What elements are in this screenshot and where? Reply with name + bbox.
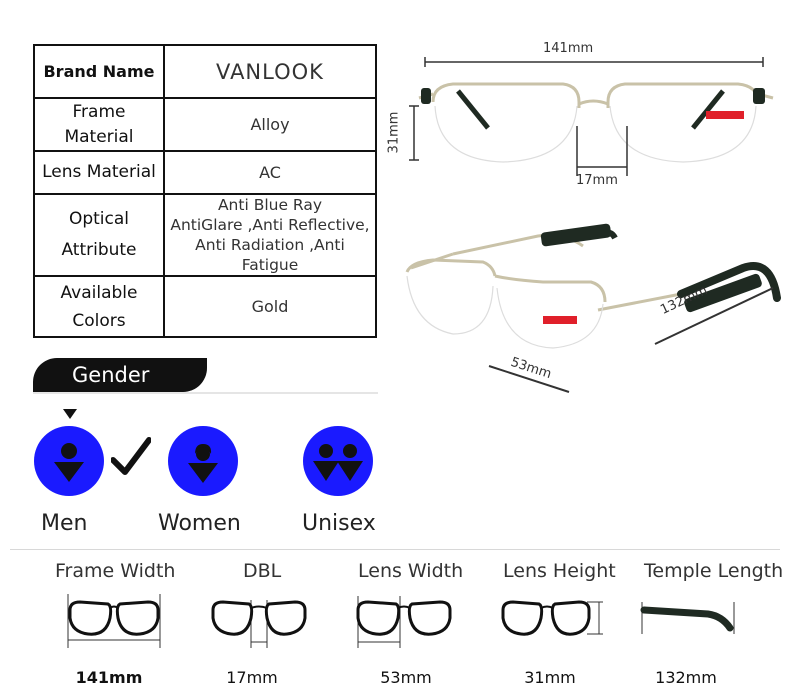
spec-value-line: AntiGlare ,Anti Reflective, xyxy=(170,216,370,234)
spec-value-line: Anti Blue Ray xyxy=(217,196,323,214)
spec-label: Available Colors xyxy=(33,275,165,338)
spec-label-line: Frame xyxy=(72,101,126,122)
unisex-icon[interactable] xyxy=(303,426,373,496)
spec-label: Optical Attribute xyxy=(33,193,165,277)
lens-height-icon xyxy=(501,600,603,636)
measure-value: 17mm xyxy=(226,668,278,687)
spec-label-line: Optical xyxy=(68,209,130,229)
bridge-dimension-label: 17mm xyxy=(576,173,618,188)
temple-length-icon xyxy=(640,602,735,634)
spec-row-available-colors: Available Colors Gold xyxy=(33,275,377,338)
spec-label: Frame Material xyxy=(33,97,165,152)
gender-title: Gender xyxy=(72,363,150,387)
lens-width-icon xyxy=(356,596,452,648)
spec-value: Alloy xyxy=(163,97,377,152)
spec-value-line: Anti Radiation ,Anti Fatigue xyxy=(195,236,345,274)
spec-value: VANLOOK xyxy=(163,44,377,99)
frame-width-icon xyxy=(67,594,161,648)
measure-title: Frame Width xyxy=(55,560,176,582)
checkmark-icon xyxy=(111,437,151,475)
gender-option-women[interactable]: Women xyxy=(158,511,241,536)
spec-row-optical-attribute: Optical Attribute Anti Blue Ray AntiGlar… xyxy=(33,193,377,277)
product-image: 141mm 31mm 17mm 132mm 53mm xyxy=(386,36,790,406)
gender-option-men[interactable]: Men xyxy=(41,511,88,536)
selected-pointer-icon xyxy=(63,409,77,419)
measure-value: 141mm xyxy=(75,668,143,687)
measure-title: Temple Length xyxy=(644,560,784,582)
spec-table: Brand Name VANLOOK Frame Material Alloy … xyxy=(33,44,377,338)
spec-value: Anti Blue Ray AntiGlare ,Anti Reflective… xyxy=(163,193,377,277)
measure-value: 53mm xyxy=(380,668,432,687)
measure-value: 132mm xyxy=(655,668,717,687)
spec-value: AC xyxy=(163,150,377,195)
measure-value: 31mm xyxy=(524,668,576,687)
spec-label: Lens Material xyxy=(33,150,165,195)
spec-value: Gold xyxy=(163,275,377,338)
gender-option-unisex[interactable]: Unisex xyxy=(302,511,376,536)
measure-title: Lens Width xyxy=(358,560,464,582)
spec-label-line: Colors xyxy=(72,310,126,331)
measure-title: Lens Height xyxy=(503,560,616,582)
woman-icon[interactable] xyxy=(168,426,238,496)
measure-title: DBL xyxy=(243,560,282,582)
spec-row-frame-material: Frame Material Alloy xyxy=(33,97,377,152)
section-divider xyxy=(10,549,780,550)
spec-label-line: Material xyxy=(64,126,134,147)
glasses-drawing xyxy=(405,57,781,393)
height-dimension-label: 31mm xyxy=(386,111,402,154)
dbl-icon xyxy=(211,600,307,648)
width-dimension-label: 141mm xyxy=(543,41,594,56)
spec-label: Brand Name xyxy=(33,44,165,99)
man-icon[interactable] xyxy=(34,426,104,496)
spec-row-lens-material: Lens Material AC xyxy=(33,150,377,195)
gender-banner xyxy=(33,358,207,392)
spec-row-brand: Brand Name VANLOOK xyxy=(33,44,377,99)
spec-label-line: Available xyxy=(60,282,138,303)
gender-divider xyxy=(33,392,378,394)
spec-label-line: Attribute xyxy=(61,240,137,260)
